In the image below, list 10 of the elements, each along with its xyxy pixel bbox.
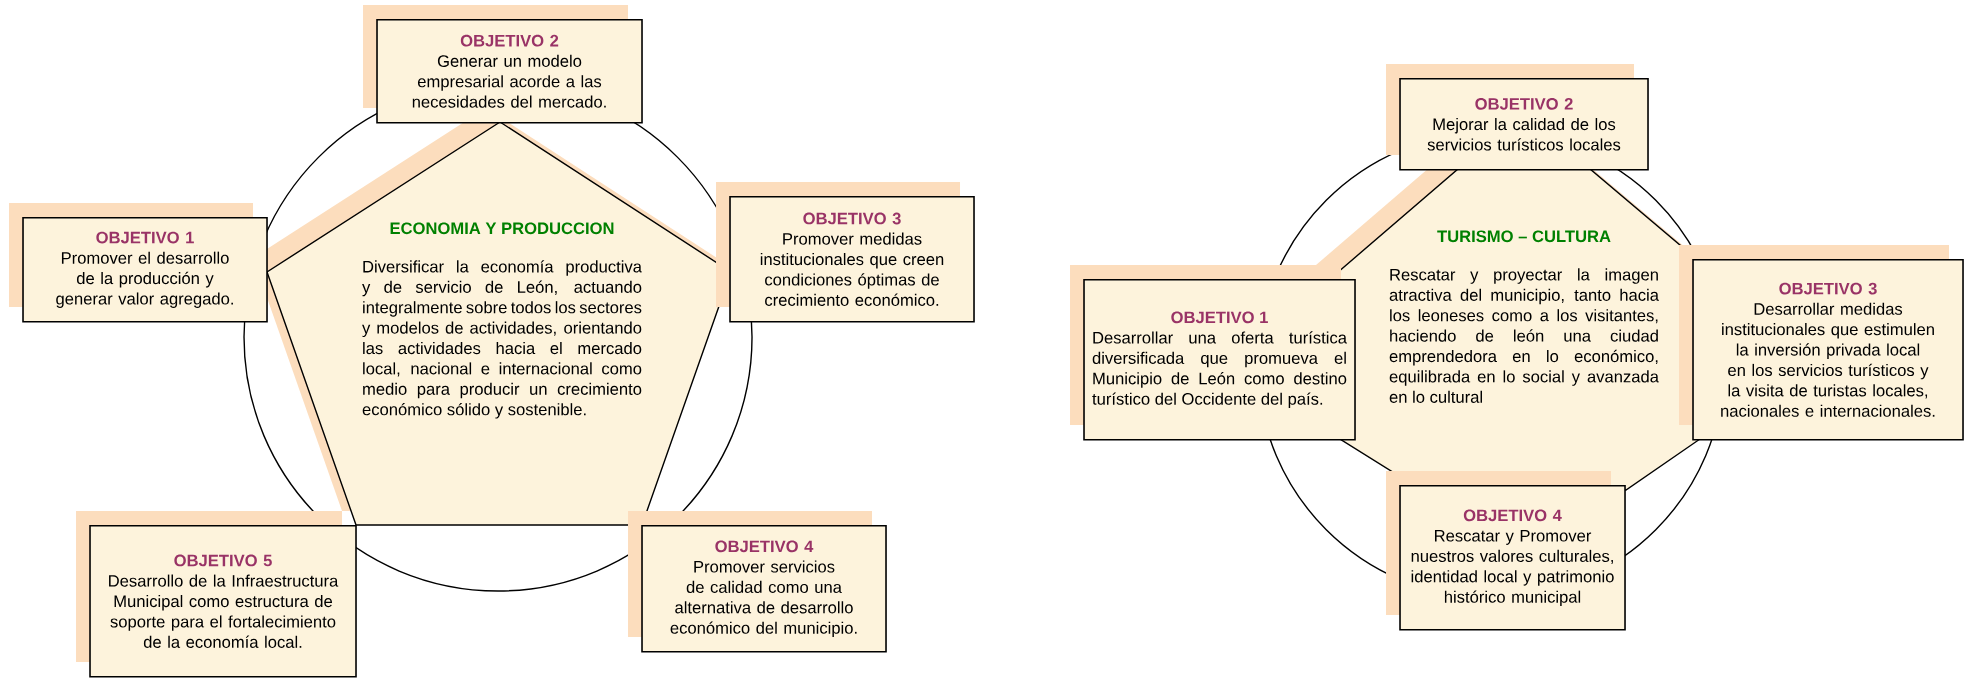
objective-box: OBJETIVO 5 Desarrollo de la Infraestructura Municipal como estructura de soporte para el fortalecimiento de la economía local.	[76, 511, 357, 678]
objective-box: OBJETIVO 2 Mejorar la calidad de los servicios turísticos locales	[1386, 64, 1649, 171]
objective-box: OBJETIVO 3 Promover medidas institucionales que creen condiciones óptimas de crecimiento económico.	[716, 182, 975, 323]
objective-box: OBJETIVO 3 Desarrollar medidas institucionales que estimulen la inversión privada local en los servicios turísticos y la visita de turistas locales, nacionales e internacionales.	[1679, 245, 1964, 441]
pentagon-panel: ECONOMIA Y PRODUCCION Diversificar la economía productiva y de servicio de León, actuando integralmente sobre todos los sectores y modelos de actividades, orientando las actividades hacia el mercado local, nacional e internacional como medio para producir un crecimiento económico sólido y sostenible.	[253, 108, 732, 526]
objective-box: OBJETIVO 4 Rescatar y Promover nuestros valores culturales, identidad local y patrimonio histórico municipal	[1386, 471, 1626, 631]
objective-box: OBJETIVO 1 Desarrollar una oferta turística diversificada que promueva el Municipio de León como destino turístico del Occidente del país.	[1070, 265, 1356, 441]
objective-box: OBJETIVO 2 Generar un modelo empresarial acorde a las necesidades del mercado.	[363, 5, 643, 124]
objective-box: OBJETIVO 1 Promover el desarrollo de la producción y generar valor agregado.	[9, 203, 268, 323]
objective-box: OBJETIVO 4 Promover servicios de calidad como una alternativa de desarrollo económico del municipio.	[628, 511, 887, 653]
